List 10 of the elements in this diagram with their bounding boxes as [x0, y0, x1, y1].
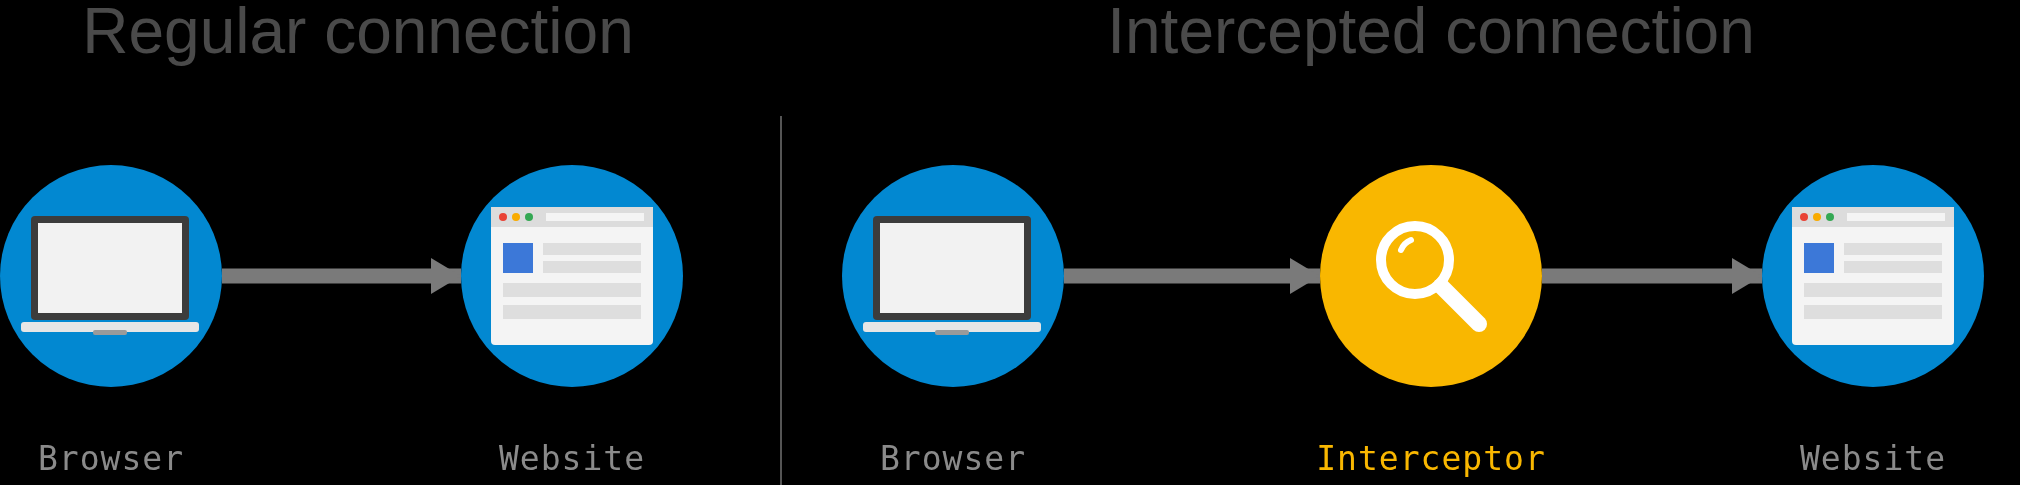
section-heading: Intercepted connection — [1107, 0, 1755, 68]
node-label: Browser — [37, 439, 185, 478]
node-label: Browser — [879, 439, 1027, 478]
section-heading: Regular connection — [82, 0, 634, 68]
node-label: Website — [1799, 439, 1947, 478]
node-label: Website — [498, 439, 646, 478]
arrow — [1542, 258, 1762, 294]
arrow — [222, 258, 461, 294]
node-label: Interceptor — [1316, 439, 1546, 478]
arrow — [1064, 258, 1320, 294]
